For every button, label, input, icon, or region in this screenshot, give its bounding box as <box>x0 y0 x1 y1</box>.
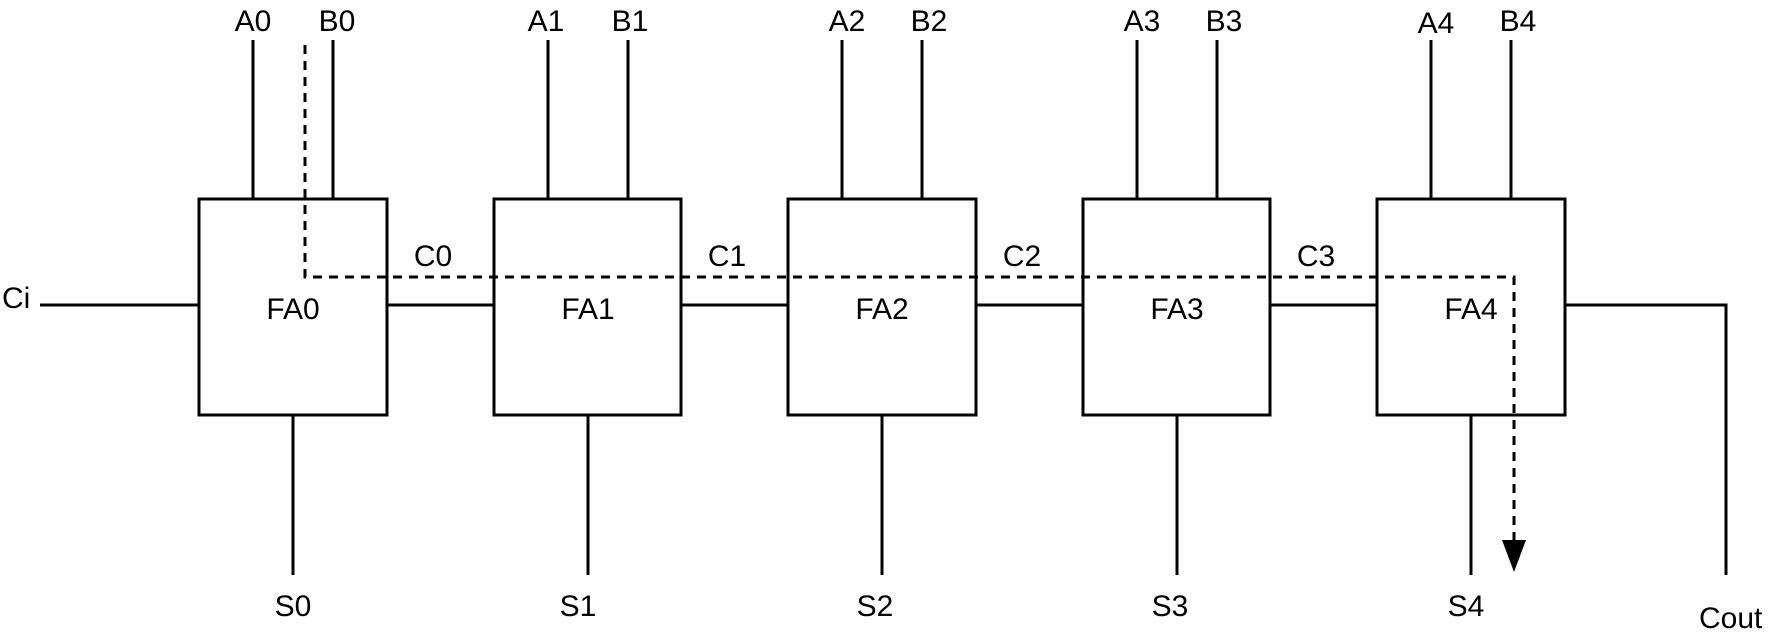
input-label-b2: B2 <box>911 5 948 38</box>
input-label-a2: A2 <box>829 5 866 38</box>
full-adder-box-fa1 <box>492 197 683 417</box>
full-adder-stage-1: FA1 A1 B1 S1 C1 <box>492 5 746 623</box>
input-label-b3: B3 <box>1206 5 1243 38</box>
full-adder-label-fa4: FA4 <box>1444 293 1497 326</box>
input-label-a1: A1 <box>528 5 565 38</box>
input-label-b0: B0 <box>319 5 356 38</box>
full-adder-stage-2: FA2 A2 B2 S2 C2 <box>786 5 1041 623</box>
sum-label-s3: S3 <box>1152 590 1189 623</box>
carry-label-c1: C1 <box>708 240 746 273</box>
full-adder-label-fa0: FA0 <box>266 293 319 326</box>
full-adder-stage-4: FA4 A4 B4 S4 <box>1375 5 1567 623</box>
carry-out-label: Cout <box>1699 602 1763 635</box>
carry-label-c2: C2 <box>1003 240 1041 273</box>
input-label-b4: B4 <box>1500 5 1537 38</box>
full-adder-stage-3: FA3 A3 B3 S3 C3 <box>1081 5 1335 623</box>
input-label-b1: B1 <box>612 5 649 38</box>
full-adder-box-fa3 <box>1081 197 1272 417</box>
full-adder-label-fa1: FA1 <box>561 293 614 326</box>
input-label-a4: A4 <box>1418 7 1455 40</box>
full-adder-box-fa4 <box>1375 197 1567 417</box>
sum-label-s4: S4 <box>1448 590 1485 623</box>
carry-in-label: Ci <box>2 282 30 315</box>
sum-label-s0: S0 <box>275 590 312 623</box>
critical-path-arrowhead-icon <box>1502 540 1526 572</box>
carry-out-wire <box>1565 303 1728 575</box>
input-label-a3: A3 <box>1124 5 1161 38</box>
full-adder-box-fa0 <box>197 197 389 417</box>
full-adder-box-fa2 <box>786 197 978 417</box>
carry-label-c3: C3 <box>1297 240 1335 273</box>
input-label-a0: A0 <box>235 5 272 38</box>
sum-label-s2: S2 <box>857 590 894 623</box>
sum-label-s1: S1 <box>560 590 597 623</box>
critical-path-dashed-line <box>303 45 1516 540</box>
full-adder-label-fa2: FA2 <box>855 293 908 326</box>
carry-label-c0: C0 <box>414 240 452 273</box>
full-adder-stage-0: FA0 A0 B0 S0 C0 <box>197 5 452 623</box>
full-adder-label-fa3: FA3 <box>1150 293 1203 326</box>
